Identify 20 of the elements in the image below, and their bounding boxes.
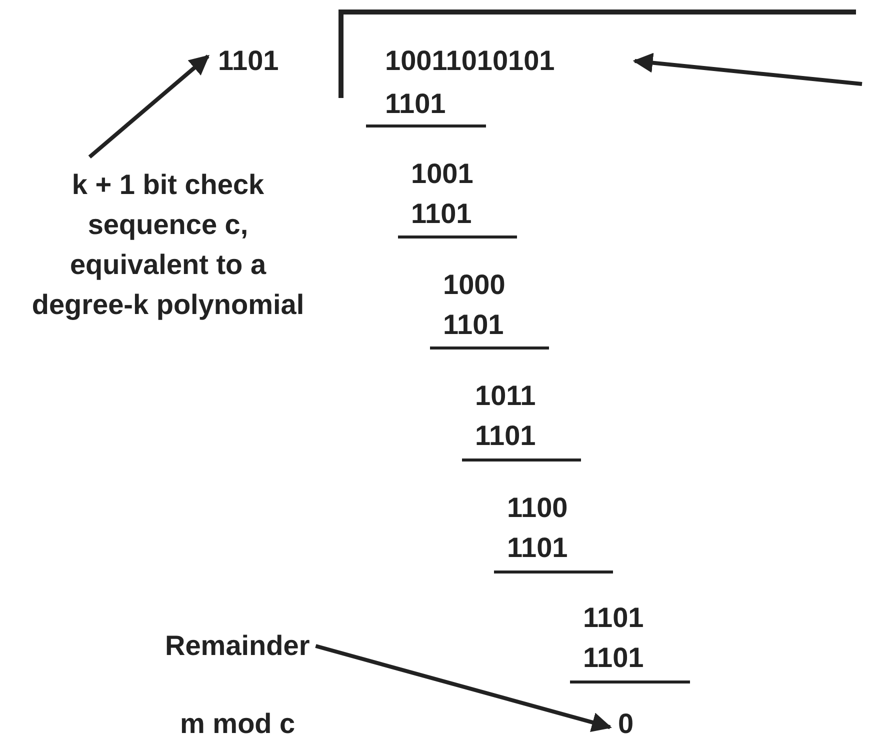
partial-dividend: 1101 xyxy=(583,602,644,634)
annotation-text: Remainder xyxy=(165,630,310,662)
partial-dividend: 1000 xyxy=(443,269,506,301)
dividend: 10011010101 xyxy=(385,45,555,77)
divisor-multiple: 1101 xyxy=(443,309,504,341)
annotation-text: k + 1 bit check sequence c, equivalent to a degree-k polynomial xyxy=(28,165,308,325)
arrow xyxy=(632,52,862,86)
divisor-multiple: 1101 xyxy=(507,532,568,564)
partial-dividend: 1011 xyxy=(475,380,536,412)
divisor: 1101 xyxy=(218,45,279,77)
divisor-multiple: 1101 xyxy=(475,420,536,452)
remainder-value: 0 xyxy=(618,708,634,740)
divisor-multiple: 1101 xyxy=(411,198,472,230)
arrow xyxy=(315,644,612,732)
arrow xyxy=(88,54,210,159)
partial-dividend: 1001 xyxy=(411,158,474,190)
divisor-multiple: 1101 xyxy=(385,88,446,120)
annotation-text: m mod c xyxy=(180,708,296,740)
partial-dividend: 1100 xyxy=(507,492,568,524)
divisor-multiple: 1101 xyxy=(583,642,644,674)
